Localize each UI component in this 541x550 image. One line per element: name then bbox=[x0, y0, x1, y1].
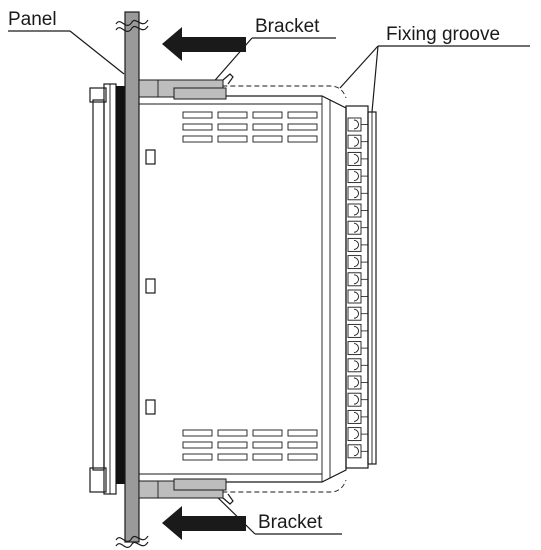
terminal-cell bbox=[347, 117, 368, 132]
front-bezel bbox=[89, 83, 125, 495]
terminal-cell bbox=[347, 186, 368, 201]
terminal-cell bbox=[347, 306, 368, 321]
terminal-cell bbox=[347, 237, 368, 252]
terminal-cell bbox=[347, 272, 368, 287]
vent-slot bbox=[252, 441, 283, 449]
vent-slot bbox=[182, 123, 213, 131]
terminal-cell bbox=[347, 444, 368, 459]
vent-slot bbox=[252, 453, 283, 461]
terminal-cell bbox=[347, 323, 368, 338]
housing bbox=[139, 85, 347, 493]
terminal-cell bbox=[347, 220, 368, 235]
vent-slot bbox=[287, 123, 318, 131]
terminal-cell bbox=[347, 341, 368, 356]
vent-slot bbox=[252, 123, 283, 131]
fixing-groove-leader-line-1 bbox=[339, 45, 379, 89]
vent-slot bbox=[287, 453, 318, 461]
terminal-cell bbox=[347, 134, 368, 149]
vent-slot bbox=[287, 441, 318, 449]
terminal-cell bbox=[347, 409, 368, 424]
vent-slot bbox=[182, 135, 213, 143]
vent-slot bbox=[182, 429, 213, 437]
bracket-bottom bbox=[138, 478, 234, 505]
arrow-bottom-icon bbox=[162, 506, 246, 540]
housing-outline bbox=[139, 95, 347, 483]
label-fixing-groove: Fixing groove bbox=[339, 24, 530, 113]
vent-slot bbox=[252, 429, 283, 437]
vent-slot bbox=[252, 135, 283, 143]
vent-slot bbox=[287, 111, 318, 119]
vent-slot bbox=[217, 135, 248, 143]
terminal-cell bbox=[347, 392, 368, 407]
bracket-top-label-text: Bracket bbox=[255, 16, 320, 37]
bracket-bottom-label-text: Bracket bbox=[258, 512, 323, 533]
arrow-top-icon bbox=[162, 27, 246, 61]
fixing-groove-leader-line-2 bbox=[371, 45, 379, 113]
terminal-cell bbox=[347, 289, 368, 304]
terminal-cell bbox=[347, 169, 368, 184]
vent-slot bbox=[217, 111, 248, 119]
vent-slot bbox=[287, 429, 318, 437]
terminal-cell bbox=[347, 375, 368, 390]
vent-slot bbox=[217, 123, 248, 131]
vent-slot bbox=[252, 111, 283, 119]
fixing-groove-label-text: Fixing groove bbox=[386, 24, 500, 45]
vent-slot bbox=[182, 453, 213, 461]
vent-slot bbox=[287, 135, 318, 143]
label-panel: Panel bbox=[8, 9, 125, 75]
bracket-top bbox=[138, 73, 234, 100]
panel-label-text: Panel bbox=[8, 9, 57, 30]
terminal-cell bbox=[347, 203, 368, 218]
vent-slot bbox=[182, 111, 213, 119]
gasket bbox=[116, 86, 125, 484]
terminal-cell bbox=[347, 427, 368, 442]
terminal-block bbox=[345, 105, 377, 469]
vent-slot bbox=[217, 429, 248, 437]
vents-top bbox=[182, 111, 318, 143]
vent-slot bbox=[182, 441, 213, 449]
vents-bottom bbox=[182, 429, 318, 461]
terminal-cell bbox=[347, 358, 368, 373]
terminal-cell bbox=[347, 151, 368, 166]
panel-leader-line bbox=[69, 30, 125, 75]
vent-slot bbox=[217, 453, 248, 461]
panel bbox=[115, 11, 149, 548]
terminal-cell bbox=[347, 255, 368, 270]
vent-slot bbox=[217, 441, 248, 449]
